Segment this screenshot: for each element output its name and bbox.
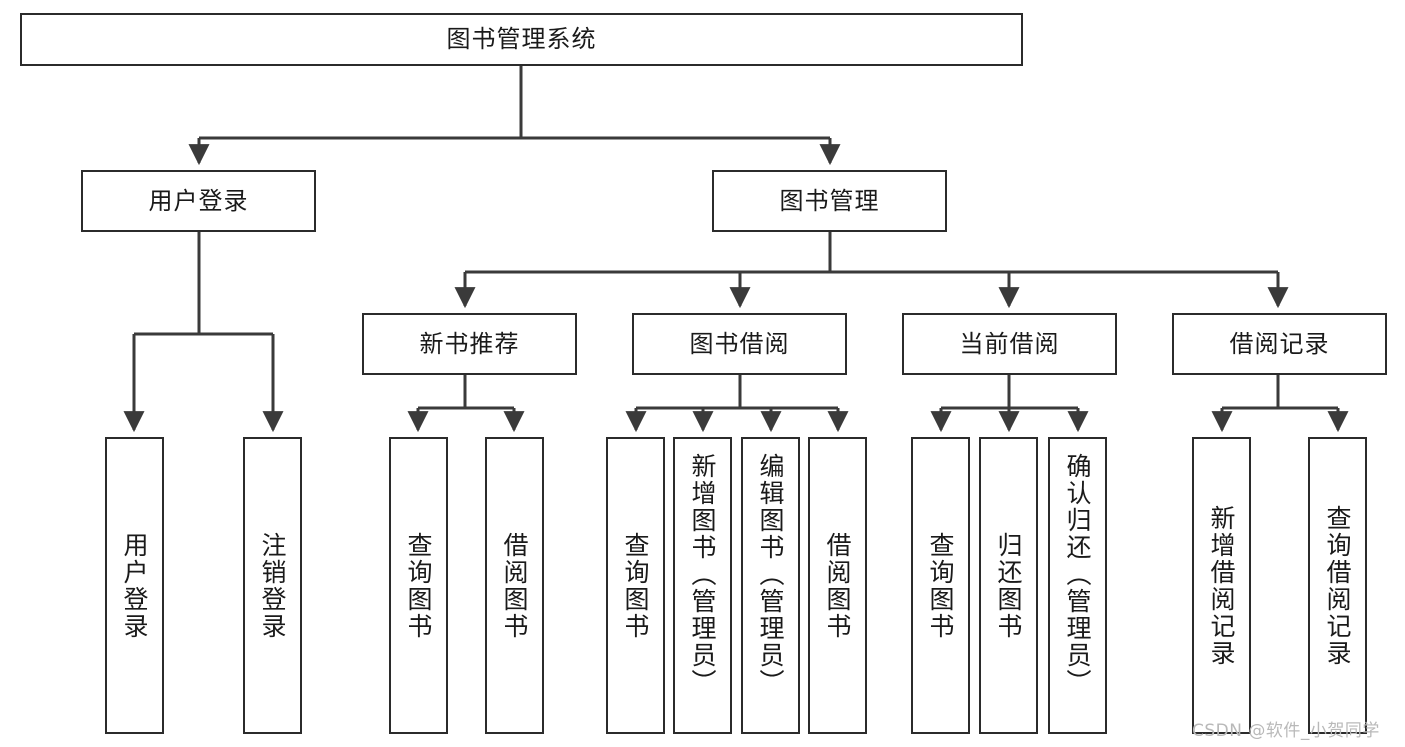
node-leaf-add-book-label: 新增图书（管理员） xyxy=(688,453,717,696)
node-leaf-query-book-1[interactable]: 查询图书 xyxy=(389,437,448,734)
node-leaf-confirm-return[interactable]: 确认归还（管理员） xyxy=(1048,437,1107,734)
node-leaf-logout[interactable]: 注销登录 xyxy=(243,437,302,734)
node-leaf-add-record[interactable]: 新增借阅记录 xyxy=(1192,437,1251,734)
node-leaf-query-book-2[interactable]: 查询图书 xyxy=(606,437,665,734)
node-leaf-user-login[interactable]: 用户登录 xyxy=(105,437,164,734)
node-user-login[interactable]: 用户登录 xyxy=(81,170,316,232)
node-current-borrow-label: 当前借阅 xyxy=(959,329,1060,358)
node-leaf-edit-book-label: 编辑图书（管理员） xyxy=(756,453,785,696)
node-leaf-add-record-label: 新增借阅记录 xyxy=(1207,504,1236,667)
node-leaf-logout-label: 注销登录 xyxy=(258,531,287,640)
node-new-book-rec-label: 新书推荐 xyxy=(419,329,520,358)
node-leaf-borrow-book-2[interactable]: 借阅图书 xyxy=(808,437,867,734)
node-leaf-confirm-return-label: 确认归还（管理员） xyxy=(1063,453,1092,696)
node-leaf-borrow-book-1[interactable]: 借阅图书 xyxy=(485,437,544,734)
node-leaf-return-book[interactable]: 归还图书 xyxy=(979,437,1038,734)
node-leaf-query-book-1-label: 查询图书 xyxy=(404,531,433,640)
node-leaf-user-login-label: 用户登录 xyxy=(120,531,149,640)
node-current-borrow[interactable]: 当前借阅 xyxy=(902,313,1117,375)
node-borrow-record-label: 借阅记录 xyxy=(1229,329,1330,358)
csdn-watermark: CSDN @软件_小贺同学 xyxy=(1192,721,1380,741)
node-leaf-query-book-3[interactable]: 查询图书 xyxy=(911,437,970,734)
node-leaf-query-record-label: 查询借阅记录 xyxy=(1323,504,1352,667)
node-borrow-record[interactable]: 借阅记录 xyxy=(1172,313,1387,375)
node-leaf-query-record[interactable]: 查询借阅记录 xyxy=(1308,437,1367,734)
node-user-login-label: 用户登录 xyxy=(148,186,249,215)
node-leaf-query-book-3-label: 查询图书 xyxy=(926,531,955,640)
node-book-borrow[interactable]: 图书借阅 xyxy=(632,313,847,375)
node-leaf-borrow-book-1-label: 借阅图书 xyxy=(500,531,529,640)
node-leaf-query-book-2-label: 查询图书 xyxy=(621,531,650,640)
node-book-manage[interactable]: 图书管理 xyxy=(712,170,947,232)
node-new-book-rec[interactable]: 新书推荐 xyxy=(362,313,577,375)
node-leaf-return-book-label: 归还图书 xyxy=(994,531,1023,640)
node-leaf-edit-book[interactable]: 编辑图书（管理员） xyxy=(741,437,800,734)
node-leaf-add-book[interactable]: 新增图书（管理员） xyxy=(673,437,732,734)
node-root-label: 图书管理系统 xyxy=(446,25,597,54)
node-leaf-borrow-book-2-label: 借阅图书 xyxy=(823,531,852,640)
node-book-manage-label: 图书管理 xyxy=(779,186,880,215)
node-book-borrow-label: 图书借阅 xyxy=(689,329,790,358)
node-root[interactable]: 图书管理系统 xyxy=(20,13,1023,66)
